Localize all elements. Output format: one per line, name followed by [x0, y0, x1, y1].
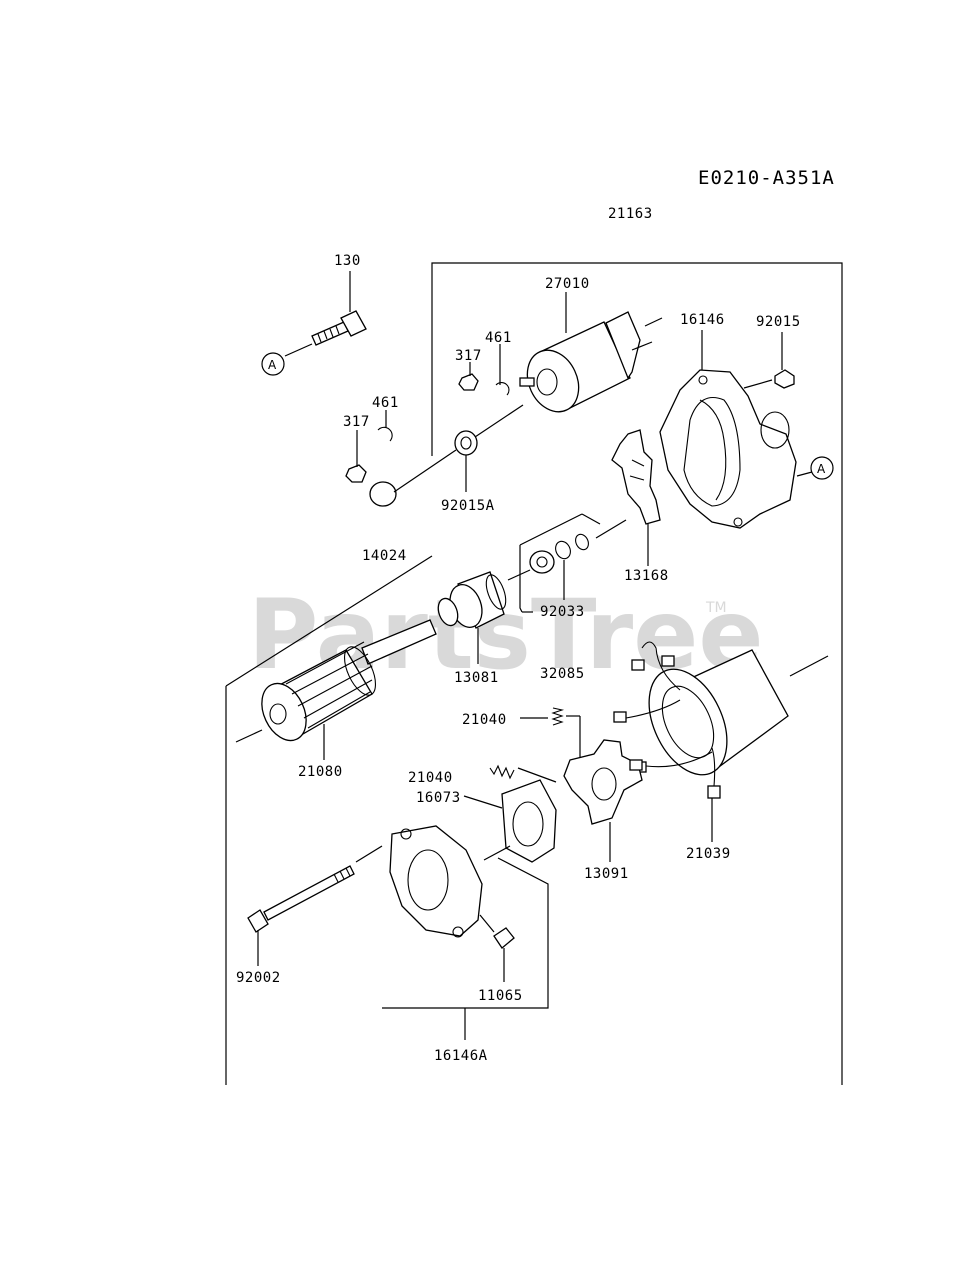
watermark-trademark: TM: [705, 600, 727, 616]
reference-marker-right: [810, 456, 834, 480]
part-label-461-lower: 461: [372, 395, 399, 411]
part-label-92002: 92002: [236, 970, 281, 986]
part-label-16073: 16073: [416, 790, 461, 806]
yoke-32085-part: [613, 641, 829, 842]
solenoid-27010-part: [519, 292, 663, 413]
part-label-317-upper: 317: [455, 348, 482, 364]
brush-holder-13091-part: [563, 739, 643, 862]
part-label-21163: 21163: [608, 206, 653, 222]
reference-marker-left-label: A: [268, 358, 277, 372]
pinion-stop-92033-part: [507, 513, 627, 613]
armature-21080-part: [235, 619, 437, 760]
part-label-21040-upper: 21040: [462, 712, 507, 728]
part-label-16146: 16146: [680, 312, 725, 328]
part-label-130: 130: [334, 253, 361, 269]
reference-marker-right-label: A: [817, 462, 826, 476]
shift-lever-13168-part: [611, 429, 661, 566]
part-label-13081: 13081: [454, 670, 499, 686]
part-label-11065: 11065: [478, 988, 523, 1004]
part-label-21039: 21039: [686, 846, 731, 862]
end-frame-16146A-part: [382, 825, 549, 1040]
part-label-92033: 92033: [540, 604, 585, 620]
pinion-13081-part: [437, 571, 507, 664]
part-label-16146A: 16146A: [434, 1048, 488, 1064]
brush-spring-21040-part: [489, 707, 581, 783]
part-label-21080: 21080: [298, 764, 343, 780]
part-label-32085: 32085: [540, 666, 585, 682]
part-label-461-upper: 461: [485, 330, 512, 346]
part-label-14024: 14024: [362, 548, 407, 564]
diagram-code: E0210-A351A: [698, 167, 835, 189]
drive-housing-16146-part: [659, 330, 813, 529]
part-label-21040-lower: 21040: [408, 770, 453, 786]
brush-plate-16073-part: [463, 779, 557, 863]
bolt-130-part: [284, 271, 367, 357]
nut-and-washer-group: [345, 344, 524, 507]
part-label-13091: 13091: [584, 866, 629, 882]
part-label-92015A: 92015A: [441, 498, 495, 514]
part-label-317-lower: 317: [343, 414, 370, 430]
reference-marker-left: [261, 352, 285, 376]
through-bolt-92002-part: [247, 845, 383, 966]
part-label-92015: 92015: [756, 314, 801, 330]
assembly-frame: [225, 262, 843, 1085]
part-label-13168: 13168: [624, 568, 669, 584]
part-label-27010: 27010: [545, 276, 590, 292]
